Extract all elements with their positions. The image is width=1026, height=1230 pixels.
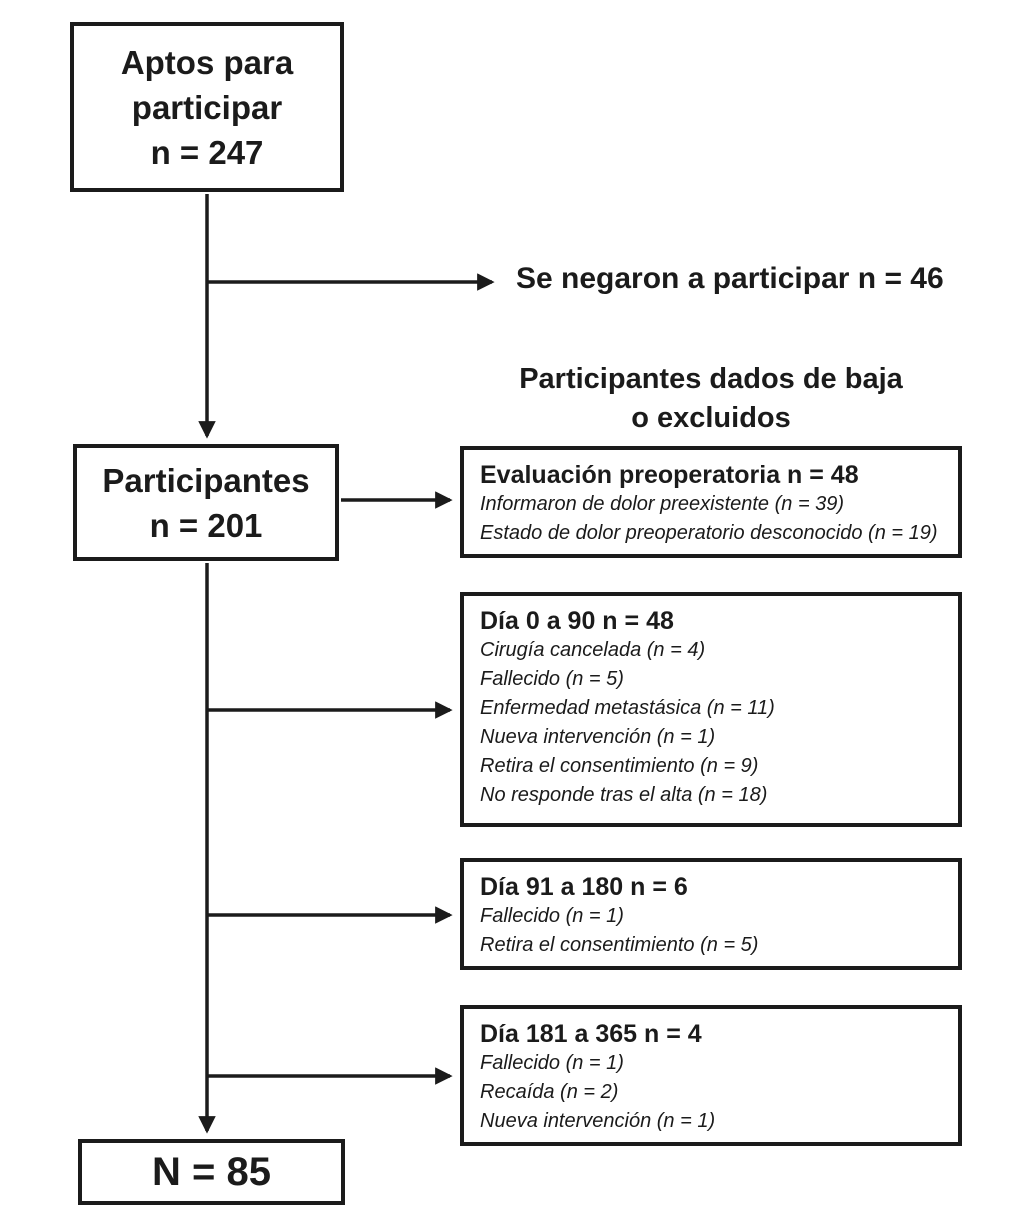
exclusion-item: Retira el consentimiento (n = 9) bbox=[480, 755, 759, 777]
exclusion-item: Informaron de dolor preexistente (n = 39… bbox=[480, 493, 845, 515]
exclusion-item: Nueva intervención (n = 1) bbox=[480, 1110, 716, 1132]
exclusion-title: Día 91 a 180 n = 6 bbox=[480, 873, 688, 901]
final-count-box: N = 85 bbox=[78, 1139, 345, 1205]
eligible-box: Aptos para participar n = 247 bbox=[70, 22, 344, 192]
exclusion-box-day91-180: Día 91 a 180 n = 6 Fallecido (n = 1) Ret… bbox=[460, 858, 962, 970]
exclusion-item: Fallecido (n = 1) bbox=[480, 1052, 624, 1074]
exclusion-item: Nueva intervención (n = 1) bbox=[480, 726, 716, 748]
eligible-box-title: Aptos para participar bbox=[120, 43, 294, 126]
exclusion-item: Estado de dolor preoperatorio desconocid… bbox=[480, 522, 938, 544]
exclusion-item: Enfermedad metastásica (n = 11) bbox=[480, 697, 775, 719]
exclusion-title: Evaluación preoperatoria n = 48 bbox=[480, 461, 859, 489]
exclusion-title: Día 181 a 365 n = 4 bbox=[480, 1020, 702, 1048]
final-count-label: N = 85 bbox=[152, 1149, 271, 1194]
exclusion-box-day0-90: Día 0 a 90 n = 48 Cirugía cancelada (n =… bbox=[460, 592, 962, 827]
eligible-box-count: n = 247 bbox=[150, 133, 264, 171]
exclusion-box-day181-365: Día 181 a 365 n = 4 Fallecido (n = 1) Re… bbox=[460, 1005, 962, 1146]
withdrawn-header-line2: o excluidos bbox=[631, 402, 791, 434]
participants-box-title: Participantes bbox=[102, 461, 310, 499]
exclusion-item: Fallecido (n = 1) bbox=[480, 905, 624, 927]
participants-box-count: n = 201 bbox=[149, 506, 263, 544]
exclusion-item: Fallecido (n = 5) bbox=[480, 668, 624, 690]
exclusion-title: Día 0 a 90 n = 48 bbox=[480, 607, 674, 635]
exclusion-item: No responde tras el alta (n = 18) bbox=[480, 784, 768, 806]
withdrawn-header: Participantes dados de baja o excluidos bbox=[460, 360, 962, 438]
withdrawn-header-line1: Participantes dados de baja bbox=[519, 363, 903, 395]
exclusion-item: Cirugía cancelada (n = 4) bbox=[480, 639, 706, 661]
refused-label: Se negaron a participar n = 46 bbox=[516, 262, 944, 295]
exclusion-box-preoperative: Evaluación preoperatoria n = 48 Informar… bbox=[460, 446, 962, 558]
exclusion-item: Recaída (n = 2) bbox=[480, 1081, 619, 1103]
participants-box: Participantes n = 201 bbox=[73, 444, 339, 561]
exclusion-item: Retira el consentimiento (n = 5) bbox=[480, 934, 759, 956]
